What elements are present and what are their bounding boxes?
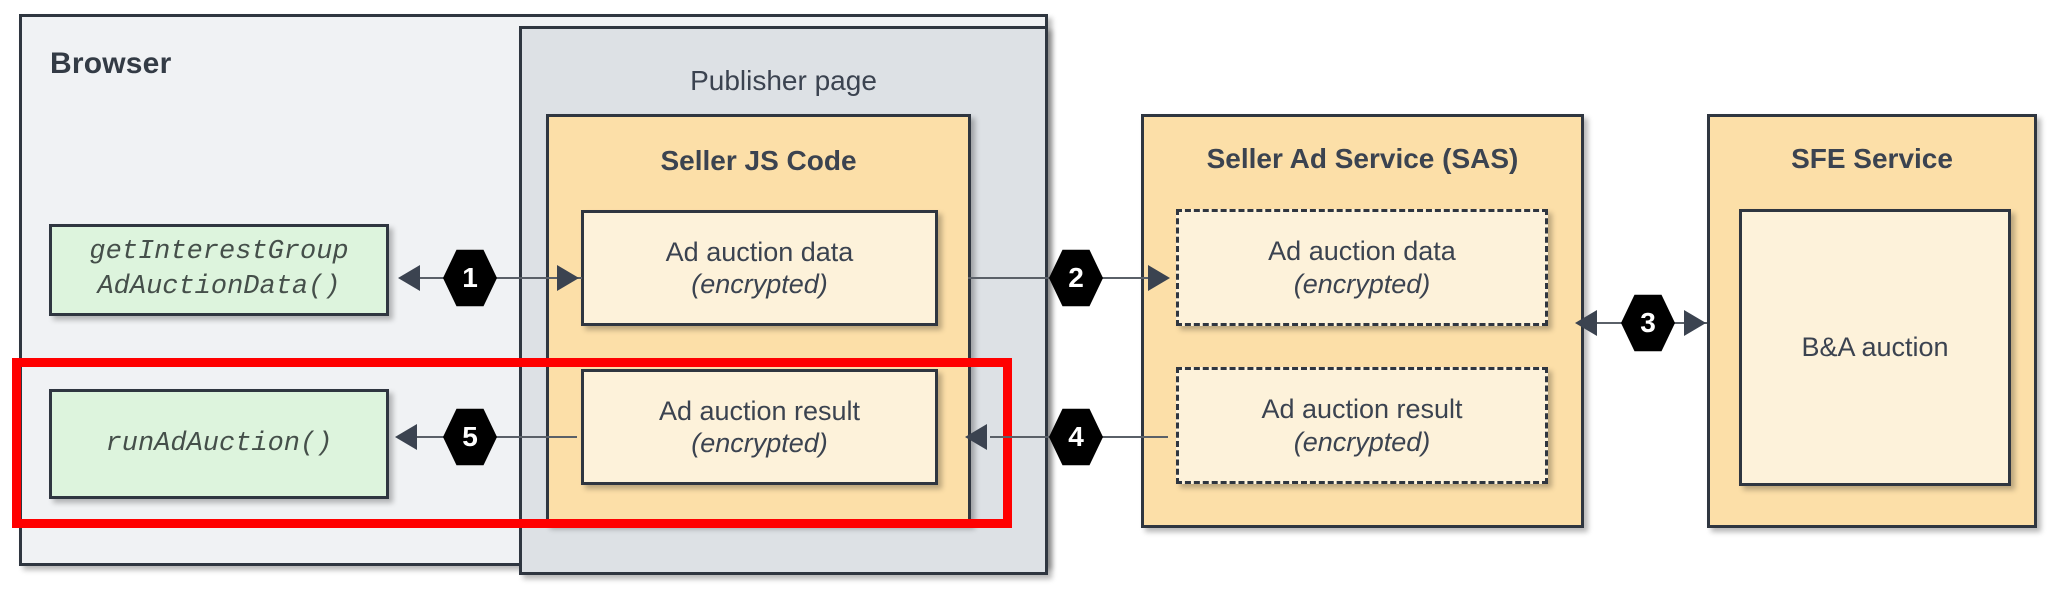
arrow-step-2-to-sas <box>1148 265 1170 291</box>
api-box-run-ad-auction: runAdAuction() <box>49 389 389 499</box>
connector-line-step-1 <box>412 277 582 279</box>
box-subtitle: (encrypted) <box>1293 426 1431 457</box>
arrow-step-5-to-browser <box>395 424 417 450</box>
box-title: Ad auction result <box>1261 394 1463 425</box>
seller-js-ad-auction-result-box: Ad auction result (encrypted) <box>581 369 938 485</box>
api-label-line2: AdAuctionData() <box>97 272 341 302</box>
step-badge-3: 3 <box>1621 294 1675 352</box>
arrow-step-3-to-sfe <box>1684 310 1706 336</box>
box-subtitle: (encrypted) <box>1293 268 1431 299</box>
step-badge-5: 5 <box>443 408 497 466</box>
arrow-step-1-to-seller-js <box>557 265 579 291</box>
box-title: B&A auction <box>1801 332 1949 363</box>
publisher-page-title: Publisher page <box>690 65 877 96</box>
box-title: Ad auction data <box>665 236 854 267</box>
sfe-service-title: SFE Service <box>1791 143 1953 174</box>
step-badge-4: 4 <box>1049 408 1103 466</box>
api-box-get-interest-group-ad-auction-data: getInterestGroup AdAuctionData() <box>49 224 389 316</box>
box-title: Ad auction data <box>1268 236 1456 267</box>
sfe-bna-auction-box: B&A auction <box>1739 209 2011 486</box>
sas-ad-auction-data-box: Ad auction data (encrypted) <box>1176 209 1548 326</box>
step-badge-2: 2 <box>1049 249 1103 307</box>
api-label-line1: runAdAuction() <box>105 428 333 459</box>
seller-js-code-container: Seller JS Code Ad auction data (encrypte… <box>546 114 971 525</box>
seller-ad-service-container: Seller Ad Service (SAS) Ad auction data … <box>1141 114 1584 528</box>
sas-ad-auction-result-box: Ad auction result (encrypted) <box>1176 367 1548 484</box>
arrow-step-3-to-sas <box>1575 310 1597 336</box>
box-subtitle: (encrypted) <box>691 428 828 458</box>
seller-ad-service-title: Seller Ad Service (SAS) <box>1206 143 1519 174</box>
seller-js-ad-auction-data-box: Ad auction data (encrypted) <box>581 210 938 326</box>
box-title: Ad auction result <box>658 395 861 426</box>
api-label-line1: getInterestGroup <box>89 237 349 268</box>
arrow-step-4-to-seller-js <box>965 424 987 450</box>
box-subtitle: (encrypted) <box>691 269 828 299</box>
browser-title: Browser <box>50 47 172 80</box>
sfe-service-container: SFE Service B&A auction <box>1707 114 2037 528</box>
step-badge-1: 1 <box>443 249 497 307</box>
arrow-step-1-to-browser <box>398 265 420 291</box>
seller-js-code-title: Seller JS Code <box>660 145 857 176</box>
